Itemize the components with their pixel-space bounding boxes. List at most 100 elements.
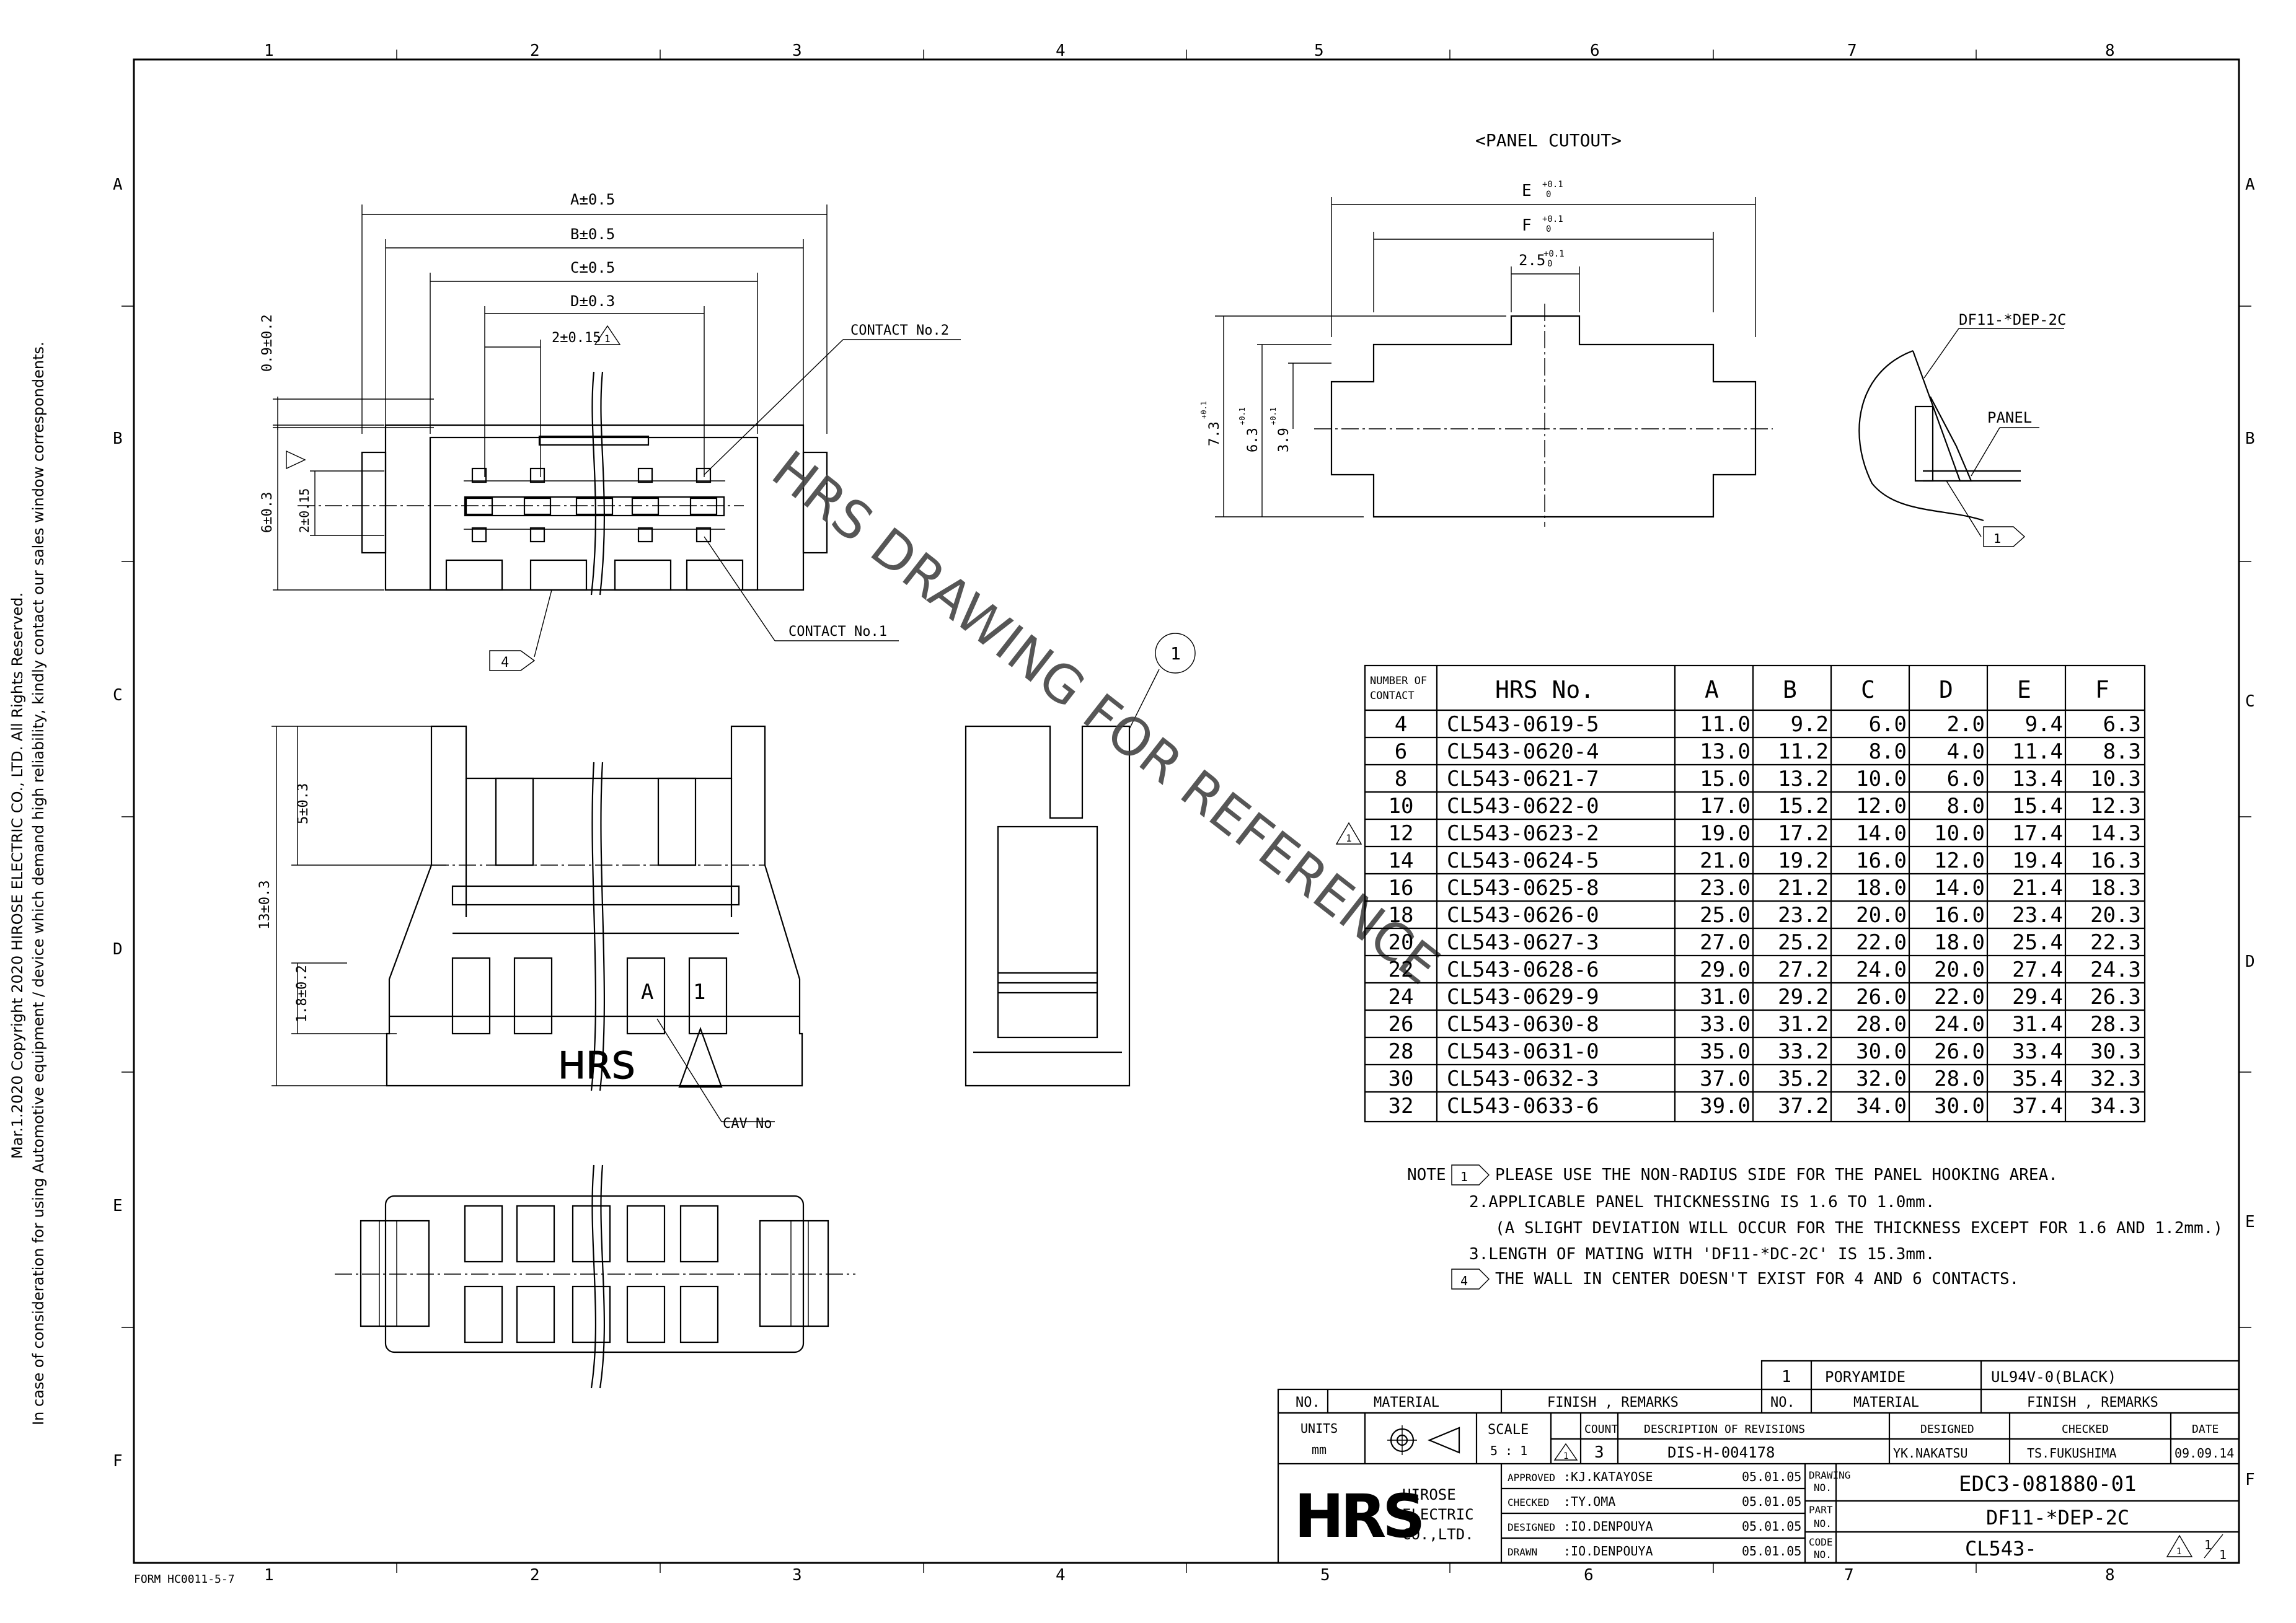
grid-row-d: D (113, 940, 123, 959)
checked2-date: 05.01.05 (1742, 1494, 1801, 1509)
table-header-e: E (2017, 676, 2031, 703)
table-cell: CL543-0626-0 (1447, 903, 1599, 928)
panel-detail: DF11-*DEP-2C PANEL 1 (1858, 311, 2066, 547)
sheet-rev-triangle-icon (2166, 1534, 2193, 1557)
rev-triangle-icon-2 (286, 450, 306, 470)
detail-part-label: DF11-*DEP-2C (1959, 311, 2066, 328)
dim-2-5-tol-lower: 0 (1547, 259, 1552, 269)
table-cell: 24 (1389, 985, 1414, 1009)
table-cell: 31.2 (1778, 1012, 1829, 1037)
table-header-c: C (1861, 676, 1875, 703)
table-cell: CL543-0630-8 (1447, 1012, 1599, 1037)
notes: NOTE 1 PLEASE USE THE NON-RADIUS SIDE FO… (1407, 1164, 2223, 1290)
table-cell: 14.0 (1934, 876, 1985, 900)
note-1-text: PLEASE USE THE NON-RADIUS SIDE FOR THE P… (1495, 1166, 2058, 1184)
table-cell: CL543-0628-6 (1447, 957, 1599, 982)
note-1-icon (1451, 1164, 1490, 1185)
table-cell: 22 (1389, 957, 1414, 982)
contact-no-2-label: CONTACT No.2 (850, 323, 949, 338)
table-cell: 25.0 (1700, 903, 1751, 928)
grid-col-7-bottom: 7 (1844, 1566, 1854, 1585)
dim-7-3-tol: +0.1 (1199, 401, 1208, 419)
table-header-b: B (1783, 676, 1797, 703)
top-view: A±0.5 B±0.5 C±0.5 D±0.3 2±0.15 1 0.9±0.2… (260, 191, 961, 671)
approved-value: :KJ.KATAYOSE (1563, 1469, 1653, 1484)
table-cell: 18.3 (2090, 876, 2141, 900)
table-cell: 11.0 (1700, 712, 1751, 737)
table-cell: 20.3 (2090, 903, 2141, 928)
table-cell: CL543-0629-9 (1447, 985, 1599, 1009)
table-cell: 28.3 (2090, 1012, 2141, 1037)
panel-cutout-title: <PANEL CUTOUT> (1475, 130, 1622, 151)
dim-f-tol-lower: 0 (1546, 224, 1551, 234)
table-cell: 21.0 (1700, 848, 1751, 873)
table-cell: 26.0 (1856, 985, 1907, 1009)
grid-col-6-bottom: 6 (1584, 1566, 1594, 1585)
table-header-count-1: NUMBER OF (1370, 675, 1427, 687)
sheet-total: 1 (2219, 1547, 2227, 1562)
dim-6-3-tol: +0.1 (1238, 407, 1247, 425)
dim-e: E (1522, 182, 1532, 200)
table-cell: 24.3 (2090, 957, 2141, 982)
approved-label: APPROVED (1508, 1472, 1555, 1484)
table-cell: 22.0 (1856, 930, 1907, 955)
code-no-label-1: CODE (1809, 1536, 1833, 1548)
table-cell: 14.0 (1856, 821, 1907, 846)
table-cell: 11.4 (2012, 739, 2063, 764)
table-cell: CL543-0625-8 (1447, 876, 1599, 900)
hdr-material: MATERIAL (1374, 1395, 1439, 1410)
grid-row-f: F (113, 1452, 123, 1471)
table-cell: 32.0 (1856, 1067, 1907, 1091)
table-cell: 13.0 (1700, 739, 1751, 764)
scale-label: SCALE (1488, 1422, 1529, 1438)
table-cell: 19.4 (2012, 848, 2063, 873)
dim-5: 5±0.3 (296, 783, 311, 824)
table-header-count-2: CONTACT (1370, 690, 1415, 702)
grid-row-e: E (113, 1197, 123, 1215)
form-number: FORM HC0011-5-7 (134, 1573, 235, 1586)
count-value: 3 (1594, 1443, 1604, 1462)
table-cell: 11.2 (1778, 739, 1829, 764)
table-cell: 39.0 (1700, 1094, 1751, 1119)
table-cell: 8.0 (1947, 794, 1985, 819)
grid-row-f-right: F (2245, 1471, 2255, 1489)
drawn-date: 05.01.05 (1742, 1544, 1801, 1559)
table-cell: 29.0 (1700, 957, 1751, 982)
table-cell: 17.2 (1778, 821, 1829, 846)
grid-col-8: 8 (2105, 42, 2115, 60)
sheet-rev-triangle-mark: 1 (2176, 1547, 2181, 1557)
designed2-label: DESIGNED (1508, 1521, 1555, 1533)
note-4-flag-mark: 4 (501, 655, 509, 671)
scale-value: 5 : 1 (1490, 1443, 1527, 1458)
table-cell: CL543-0627-3 (1447, 930, 1599, 955)
item-1-balloon-icon (1155, 633, 1196, 674)
grid-col-2-bottom: 2 (530, 1566, 540, 1585)
contact-no-1-label: CONTACT No.1 (788, 624, 887, 640)
table-cell: 12.3 (2090, 794, 2141, 819)
table-header-hrs-no: HRS No. (1495, 676, 1594, 703)
table-cell: CL543-0622-0 (1447, 794, 1599, 819)
hdr-finish-2: FINISH , REMARKS (2027, 1395, 2158, 1410)
table-cell: 12 (1389, 821, 1414, 846)
hdr-material-2: MATERIAL (1853, 1395, 1919, 1410)
table-cell: 10.3 (2090, 767, 2141, 791)
designed2-date: 05.01.05 (1742, 1519, 1801, 1534)
table-cell: 30 (1389, 1067, 1414, 1091)
desc-label: DESCRIPTION OF REVISIONS (1644, 1423, 1805, 1436)
grid-col-4: 4 (1056, 42, 1066, 60)
checked-label: CHECKED (2062, 1423, 2109, 1436)
cavity-1-label: 1 (693, 980, 705, 1005)
grid-row-c-right: C (2245, 692, 2255, 711)
table-cell: 27.2 (1778, 957, 1829, 982)
rev-triangle-tb-icon (1553, 1443, 1578, 1461)
desc-value: DIS-H-004178 (1667, 1444, 1775, 1461)
table-cell: 23.0 (1700, 876, 1751, 900)
table-cell: 16.0 (1934, 903, 1985, 928)
drawing-no-value: EDC3-081880-01 (1959, 1472, 2137, 1497)
table-cell: 20.0 (1856, 903, 1907, 928)
table-cell: CL543-0619-5 (1447, 712, 1599, 737)
table-cell: 30.3 (2090, 1039, 2141, 1064)
table-cell: 33.0 (1700, 1012, 1751, 1037)
table-cell: 15.4 (2012, 794, 2063, 819)
table-cell: 21.4 (2012, 876, 2063, 900)
